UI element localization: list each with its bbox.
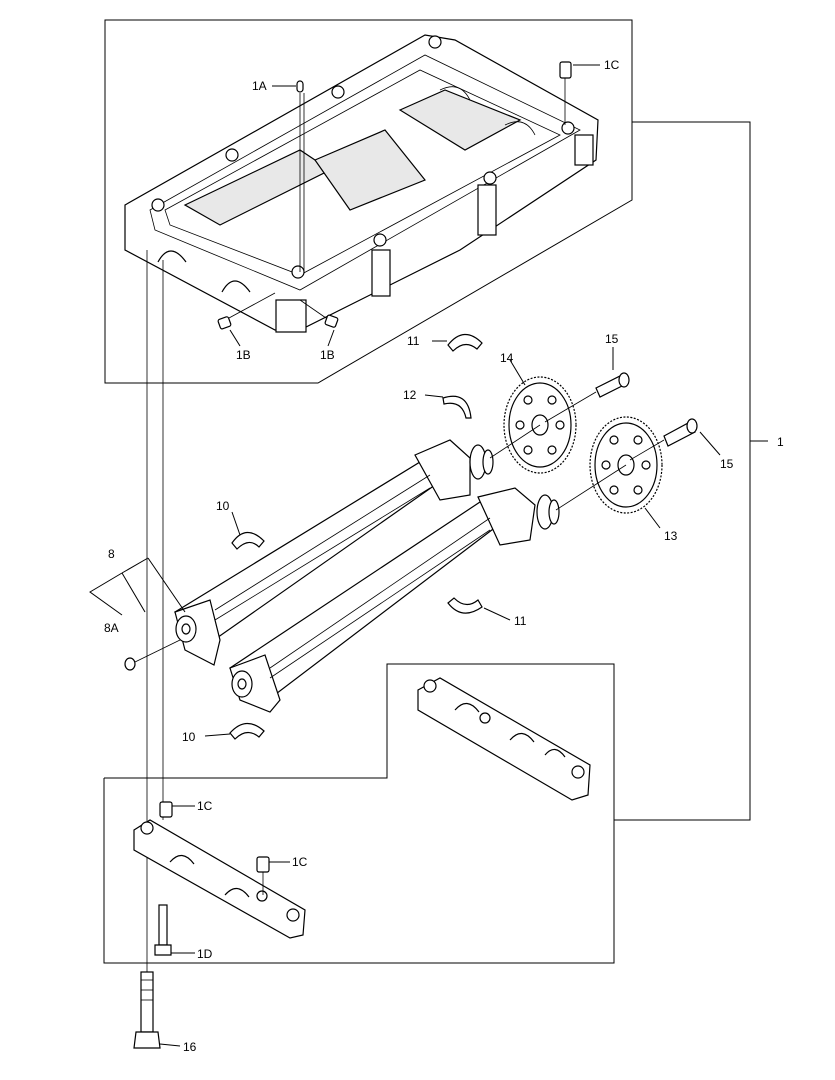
bearing-shell-11-bottom bbox=[447, 597, 483, 614]
bolt-1D bbox=[154, 904, 172, 956]
bearing-shell-10-bottom bbox=[229, 722, 265, 740]
label-13: 13 bbox=[664, 529, 678, 543]
bolt-16 bbox=[133, 971, 161, 1049]
balance-shaft-lower bbox=[229, 487, 560, 713]
label-1C-top: 1C bbox=[604, 58, 620, 72]
bolt-15-top bbox=[544, 372, 630, 423]
label-11-bottom: 11 bbox=[514, 614, 527, 628]
bearing-shell-10-top bbox=[231, 531, 265, 550]
label-8A: 8A bbox=[104, 621, 119, 635]
label-14: 14 bbox=[500, 351, 514, 365]
label-16: 16 bbox=[183, 1040, 197, 1054]
bearing-shell-11-top bbox=[447, 333, 483, 352]
balancer-carrier-lower bbox=[133, 819, 306, 939]
label-1C-low: 1C bbox=[292, 855, 308, 869]
label-10-top: 10 bbox=[216, 499, 230, 513]
dowel-1C-mid bbox=[159, 801, 173, 818]
bolt-15-right bbox=[629, 418, 698, 461]
label-10-bottom: 10 bbox=[182, 730, 196, 744]
label-8: 8 bbox=[108, 547, 115, 561]
label-11-top: 11 bbox=[407, 334, 420, 348]
label-1B-left: 1B bbox=[236, 348, 251, 362]
dowel-1C-top bbox=[559, 61, 572, 79]
label-1C-mid: 1C bbox=[197, 799, 213, 813]
label-1: 1 bbox=[777, 435, 784, 449]
label-15-right: 15 bbox=[720, 457, 734, 471]
label-12: 12 bbox=[403, 388, 417, 402]
balancer-carrier-lower-exploded bbox=[417, 677, 591, 801]
leader-lines bbox=[89, 64, 721, 1047]
plug-1B-right bbox=[299, 299, 339, 328]
label-1A: 1A bbox=[252, 79, 267, 93]
dowel-pin-1A bbox=[296, 80, 304, 93]
label-1D: 1D bbox=[197, 947, 213, 961]
plug-8A bbox=[124, 657, 136, 671]
plug-1B-left bbox=[217, 292, 276, 330]
label-1B-right: 1B bbox=[320, 348, 335, 362]
dowel-1C-low bbox=[256, 856, 270, 873]
lower-assembly-frame bbox=[103, 663, 615, 964]
assembly-bracket-1 bbox=[614, 121, 751, 821]
balancer-carrier-upper bbox=[124, 34, 599, 333]
balance-shaft-upper bbox=[173, 439, 494, 666]
thrust-washer-12 bbox=[442, 395, 472, 419]
upper-assembly-frame bbox=[104, 19, 633, 384]
label-15-top: 15 bbox=[605, 332, 619, 346]
